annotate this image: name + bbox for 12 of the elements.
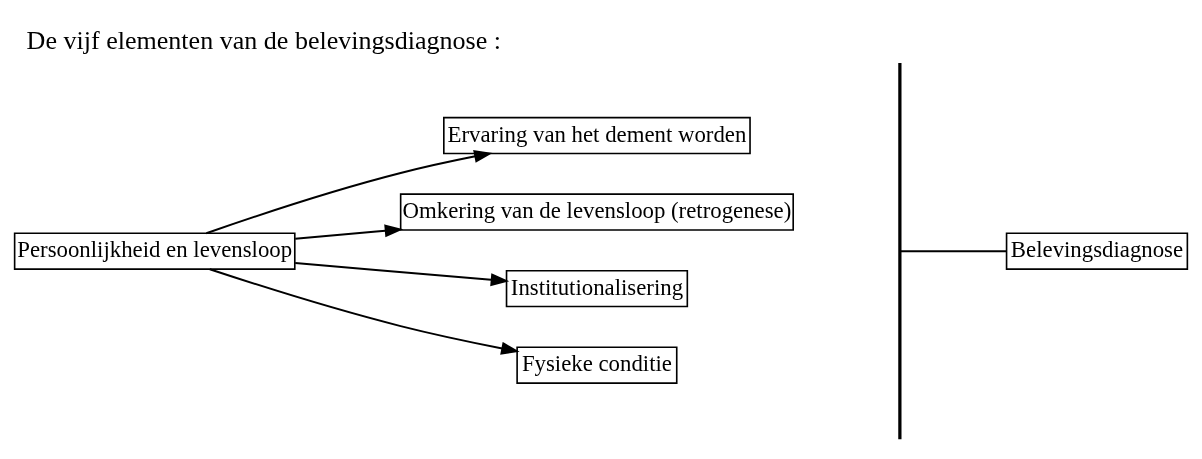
node-box: Ervaring van het dement worden	[443, 116, 751, 154]
node-box: Omkering van de levensloop (retrogenese)	[399, 192, 794, 231]
node-box: Belevingsdiagnose	[1005, 231, 1189, 270]
node-box: Institutionalisering	[505, 269, 689, 307]
node-box: Fysieke conditie	[516, 345, 678, 384]
arrow	[205, 149, 493, 234]
node-box: Persoonlijkheid en levensloop	[13, 231, 296, 270]
arrow	[294, 223, 404, 240]
connector	[899, 249, 1008, 252]
arrow	[294, 261, 510, 286]
diagram-title: De vijf elementen van de belevingsdiagnose :	[26, 25, 502, 55]
arrow	[208, 267, 520, 355]
